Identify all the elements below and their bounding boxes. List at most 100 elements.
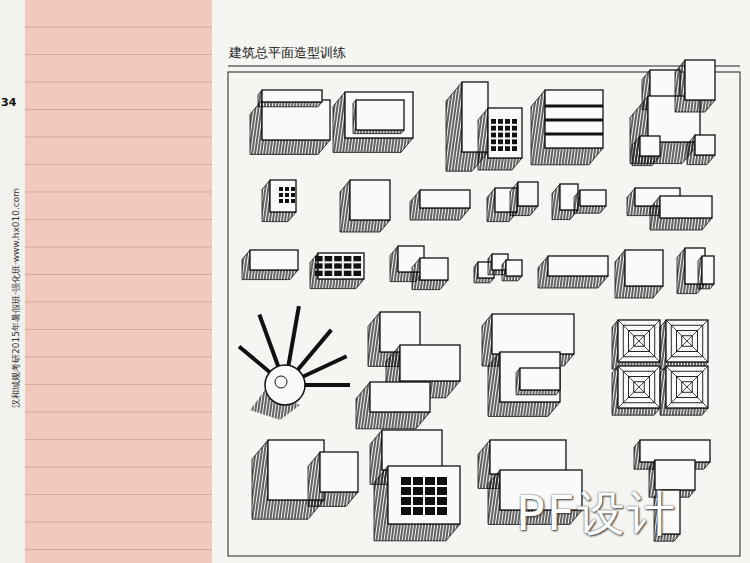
- window-grid: [512, 126, 517, 131]
- building-block: [270, 180, 296, 212]
- note-panel: [25, 0, 212, 563]
- window-grid: [505, 133, 510, 138]
- shadow: [502, 260, 522, 281]
- building-block: [350, 180, 390, 220]
- window-grid: [425, 477, 435, 485]
- note-line: [25, 329, 212, 330]
- building-block: [520, 368, 560, 390]
- window-grid: [437, 487, 447, 495]
- building-block: [318, 253, 364, 279]
- building-block: [382, 430, 442, 470]
- round-hall: [275, 376, 287, 388]
- building-block: [500, 352, 560, 402]
- note-line: [25, 384, 212, 385]
- building-block: [548, 256, 608, 276]
- shadow: [412, 258, 448, 290]
- note-line: [25, 192, 212, 193]
- building-block: [262, 90, 322, 102]
- shadow: [333, 92, 413, 152]
- building-block: [388, 466, 460, 524]
- note-line: [25, 247, 212, 248]
- building-block: [666, 366, 708, 408]
- building-block: [545, 90, 603, 148]
- shadow: [675, 60, 715, 112]
- window-grid: [353, 256, 361, 261]
- note-line: [25, 54, 212, 55]
- window-grid: [334, 271, 342, 276]
- window-grid: [505, 119, 510, 124]
- window-grid: [344, 263, 352, 268]
- shadow: [340, 180, 390, 232]
- building-block: [695, 135, 715, 155]
- side-note: 汉和城规考研2015年暑假班·强化班·www.hx010.com: [10, 188, 23, 408]
- pyramid-edge: [666, 320, 708, 362]
- window-grid: [413, 487, 423, 495]
- floor-band: [545, 119, 603, 122]
- window-grid: [279, 193, 283, 197]
- floor-band: [545, 105, 603, 108]
- shadow: [612, 366, 660, 415]
- window-grid: [505, 126, 510, 131]
- note-line: [25, 82, 212, 83]
- window-grid: [401, 477, 411, 485]
- building-block: [370, 382, 430, 412]
- building-block: [685, 60, 715, 100]
- building-block: [400, 345, 460, 381]
- window-grid: [498, 126, 503, 131]
- building-block: [666, 320, 708, 362]
- window-grid: [498, 119, 503, 124]
- window-grid: [401, 497, 411, 505]
- building-block: [518, 182, 538, 206]
- window-grid: [491, 126, 496, 131]
- watermark: PF设计: [516, 482, 677, 546]
- building-block: [660, 196, 712, 218]
- window-grid: [353, 263, 361, 268]
- window-grid: [413, 497, 423, 505]
- shadow: [510, 182, 538, 216]
- shadow: [650, 196, 712, 230]
- pyramid-edge: [666, 320, 708, 362]
- pyramid-edge: [618, 366, 660, 408]
- shadow: [612, 320, 660, 369]
- building-block: [492, 314, 574, 354]
- note-line: [25, 302, 212, 303]
- building-block: [345, 92, 413, 138]
- window-grid: [325, 256, 333, 261]
- shadow: [310, 253, 364, 289]
- shadow: [531, 90, 603, 165]
- note-line: [25, 274, 212, 275]
- shadow: [488, 352, 560, 416]
- window-grid: [325, 271, 333, 276]
- title-rule: [228, 66, 740, 67]
- note-line: [25, 494, 212, 495]
- window-grid: [425, 497, 435, 505]
- shadow: [574, 190, 606, 213]
- pyramid-edge: [666, 366, 708, 408]
- margin-strip: [0, 0, 25, 563]
- frame: [228, 72, 740, 556]
- note-line: [25, 27, 212, 28]
- window-grid: [425, 487, 435, 495]
- window-grid: [291, 187, 295, 191]
- window-grid: [344, 256, 352, 261]
- building-block: [640, 440, 710, 462]
- window-grid: [437, 477, 447, 485]
- shadow: [632, 136, 660, 166]
- shadow: [353, 100, 404, 134]
- window-grid: [491, 133, 496, 138]
- window-grid: [512, 139, 517, 144]
- shadow: [538, 256, 608, 288]
- title: 建筑总平面造型训练: [229, 44, 346, 62]
- shadow: [242, 250, 298, 280]
- window-grid: [325, 263, 333, 268]
- round-hall: [265, 365, 305, 405]
- window-grid: [285, 187, 289, 191]
- window-grid: [437, 507, 447, 515]
- shadow: [262, 180, 296, 222]
- building-block: [618, 320, 660, 362]
- note-line: [25, 522, 212, 523]
- window-grid: [334, 256, 342, 261]
- shadow: [660, 366, 708, 415]
- window-grid: [401, 487, 411, 495]
